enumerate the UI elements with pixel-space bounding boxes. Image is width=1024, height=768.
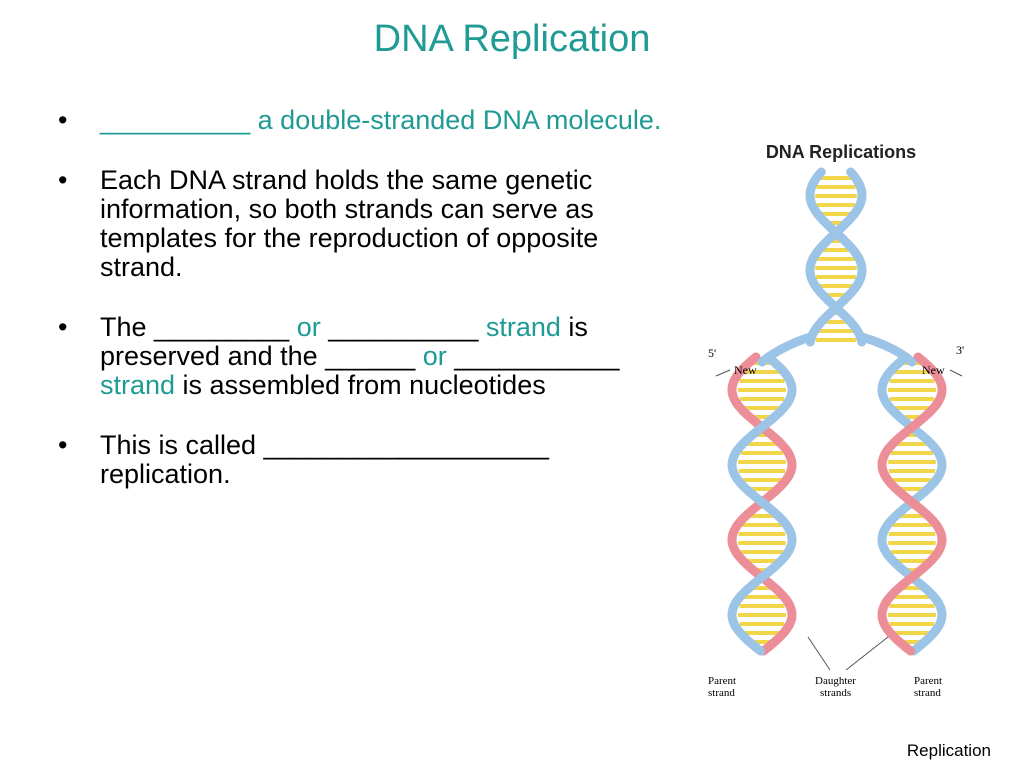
text-segment: The _________ xyxy=(100,312,297,342)
parent-label-right-line2: strand xyxy=(914,687,941,699)
figure-title: DNA Replications xyxy=(765,142,917,162)
bullet-marker: • xyxy=(58,105,68,135)
parent-label-left-line1: Parent xyxy=(708,675,736,687)
parent-helix-strand-a xyxy=(805,167,867,347)
text-segment: strand xyxy=(100,370,176,400)
bullet-item: • The _________ or __________ strand is … xyxy=(58,313,670,400)
new-label-left: New xyxy=(734,363,757,377)
bullet-marker: • xyxy=(58,312,68,342)
text-segment: Each DNA strand holds the same genetic i… xyxy=(100,165,599,282)
text-segment: ___________ xyxy=(446,341,620,371)
text-segment: strand xyxy=(485,312,561,342)
text-segment: or xyxy=(422,341,447,371)
right-daughter-helix-strand-a xyxy=(877,352,947,656)
left-daughter-helix-strand-a xyxy=(727,352,797,656)
daughter-label-line1: Daughter xyxy=(815,675,856,687)
text-segment: is preserved and the ______ xyxy=(100,312,588,371)
bullet-text: __________ a double-stranded DNA molecul… xyxy=(100,105,661,135)
text-segment: __________ xyxy=(320,312,486,342)
new-label-right: New xyxy=(922,363,945,377)
slide-title: DNA Replication xyxy=(373,18,651,60)
end-label-5prime: 5' xyxy=(708,346,716,360)
figure-labels: 5' 3' New New Parent strand Daughter str… xyxy=(708,343,964,699)
new-label-left-pointer xyxy=(715,369,731,377)
bullet-item: • __________ a double-stranded DNA molec… xyxy=(58,106,670,135)
dna-helix-illustration: 5' 3' New New Parent strand Daughter str… xyxy=(708,167,964,699)
daughter-label-line2: strands xyxy=(820,687,851,699)
bullet-marker: • xyxy=(58,430,68,460)
text-segment: or xyxy=(296,312,321,342)
parent-label-right-line1: Parent xyxy=(914,675,942,687)
parent-label-left-line2: strand xyxy=(708,687,735,699)
bullet-marker: • xyxy=(58,165,68,195)
text-segment: This is called ___________________ repli… xyxy=(100,430,549,489)
bullet-text: Each DNA strand holds the same genetic i… xyxy=(100,165,598,282)
dna-replication-figure: DNA Replications 5' 3' New New Parent st… xyxy=(700,132,964,714)
daughter-pointer-right xyxy=(845,636,889,671)
bullet-item: • Each DNA strand holds the same genetic… xyxy=(58,166,670,282)
text-segment: __________ a double-stranded DNA molecul… xyxy=(100,105,662,135)
footer-caption: Replication xyxy=(906,741,991,760)
text-segment: is assembled from nucleotides xyxy=(175,370,546,400)
parent-helix-strand-b xyxy=(805,167,867,347)
end-label-3prime: 3' xyxy=(956,343,964,357)
bullet-list: • __________ a double-stranded DNA molec… xyxy=(58,106,670,520)
bullet-text: This is called ___________________ repli… xyxy=(100,430,549,489)
fork-connector-right xyxy=(857,332,917,367)
daughter-pointer-left xyxy=(807,636,831,671)
helix-strands xyxy=(727,167,947,656)
bullet-item: • This is called ___________________ rep… xyxy=(58,431,670,489)
bullet-text: The _________ or __________ strand is pr… xyxy=(100,312,619,400)
fork-connector-left xyxy=(757,332,815,367)
new-label-right-pointer xyxy=(949,369,963,377)
